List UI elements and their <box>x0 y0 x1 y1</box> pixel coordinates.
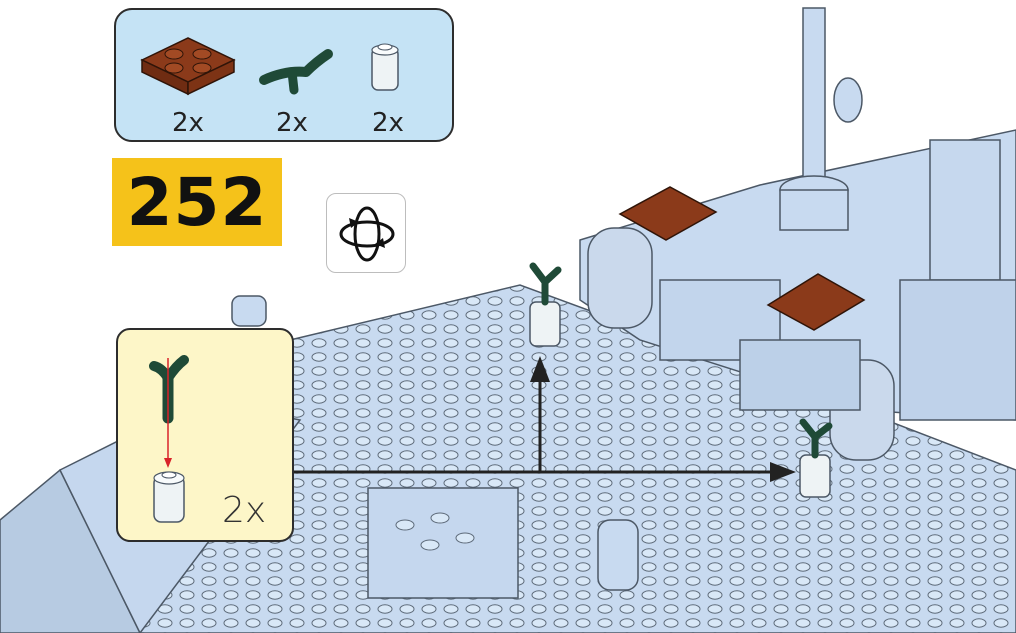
subassembly-figure <box>118 330 296 544</box>
sub-clear-brick <box>154 472 184 522</box>
brown-plate-2x2-icon <box>142 38 234 94</box>
parts-list: 2x 2x 2x <box>114 8 454 142</box>
tank-left <box>588 228 652 328</box>
step-number-badge: 252 <box>112 158 282 246</box>
sub-green-branch <box>154 360 184 418</box>
green-y-branch-icon <box>264 54 328 90</box>
bollard <box>598 520 638 590</box>
trans-clear-round-brick-icon <box>372 44 398 90</box>
mast-dish <box>834 78 862 122</box>
placed-clear-brick-1 <box>530 266 560 346</box>
mast-pole <box>803 8 825 178</box>
part-qty: 2x <box>172 108 204 138</box>
parts-icons <box>116 10 456 110</box>
part-qty: 2x <box>372 108 404 138</box>
right-wall <box>900 280 1016 420</box>
part-qty: 2x <box>276 108 308 138</box>
rotate-model-button <box>326 193 406 273</box>
tower-block <box>930 140 1000 280</box>
step-number: 252 <box>127 164 268 241</box>
subassembly-callout: 2x <box>116 328 294 542</box>
mast-lower <box>780 190 848 230</box>
rotate-model-icon <box>327 194 407 274</box>
deck-block-2 <box>740 340 860 410</box>
post-left <box>232 296 266 326</box>
guide-arrowhead <box>164 458 172 468</box>
vent-box <box>368 488 518 598</box>
subassembly-qty: 2x <box>222 490 266 531</box>
